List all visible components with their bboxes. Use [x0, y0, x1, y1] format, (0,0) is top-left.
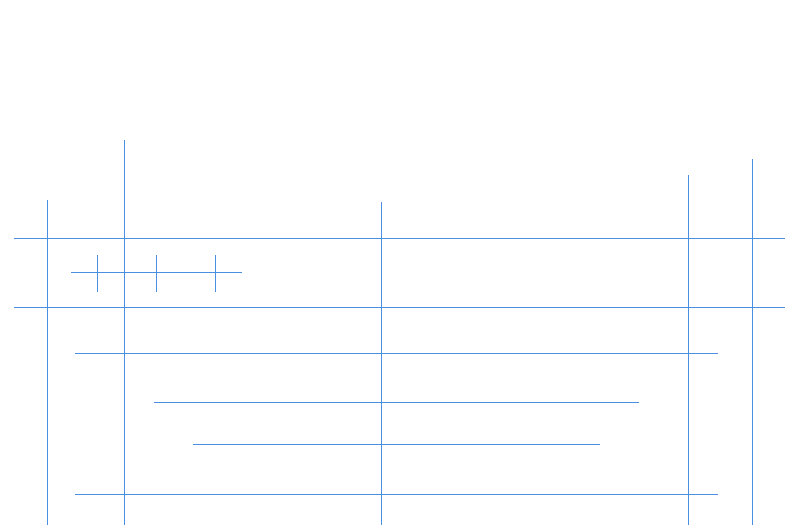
guide-lines-canvas [14, 140, 785, 525]
